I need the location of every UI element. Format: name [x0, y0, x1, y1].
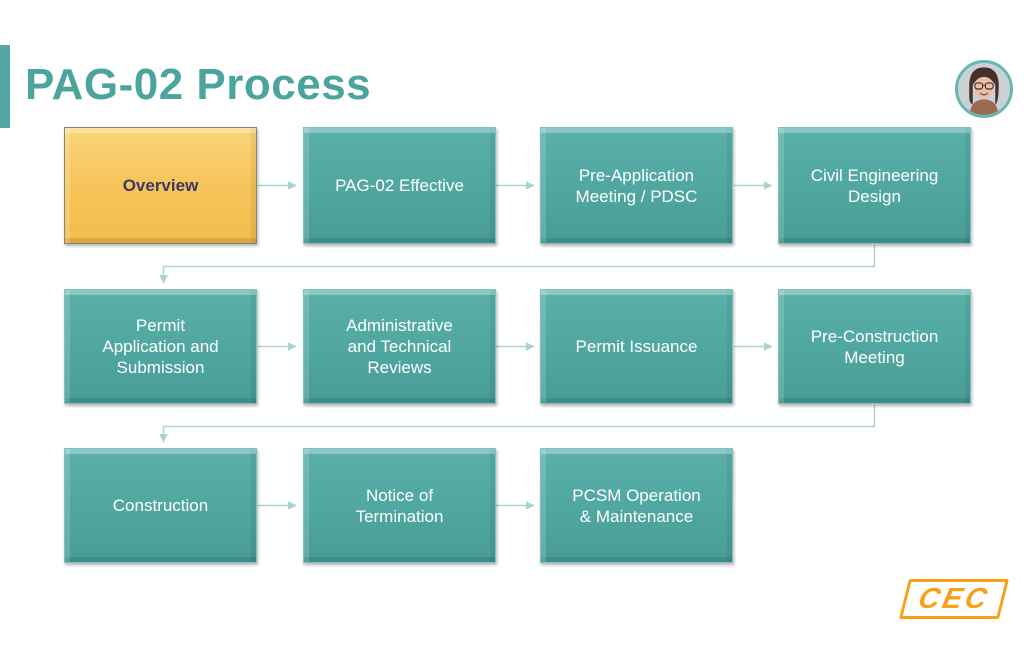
flow-node-label: Administrative and Technical Reviews	[346, 316, 453, 377]
flow-node-permit-application: Permit Application and Submission	[64, 289, 257, 404]
flow-node-pre-construction-meeting: Pre-Construction Meeting	[778, 289, 971, 404]
flow-node-label: Permit Issuance	[575, 337, 698, 356]
flow-node-pre-application-meeting: Pre-Application Meeting / PDSC	[540, 127, 733, 244]
flow-node-label: Pre-Application Meeting / PDSC	[575, 165, 698, 206]
flow-node-label: PAG-02 Effective	[335, 176, 464, 195]
presenter-photo	[958, 63, 1010, 115]
flow-node-notice-of-termination: Notice of Termination	[303, 448, 496, 563]
cec-logo-text: CEC	[915, 582, 993, 615]
flow-node-admin-technical-reviews: Administrative and Technical Reviews	[303, 289, 496, 404]
flow-node-label: PCSM Operation & Maintenance	[572, 485, 701, 526]
flow-node-label: Pre-Construction Meeting	[810, 326, 939, 367]
flow-node-pcsm-operation-maintenance: PCSM Operation & Maintenance	[540, 448, 733, 563]
flow-node-pag02-effective: PAG-02 Effective	[303, 127, 496, 244]
presenter-webcam-avatar	[955, 60, 1013, 118]
flow-node-label: Construction	[112, 496, 209, 515]
flow-node-overview: Overview	[64, 127, 257, 244]
cec-logo: CEC	[898, 579, 1012, 625]
title-accent-bar	[0, 45, 10, 128]
flow-node-label: Civil Engineering Design	[810, 165, 939, 206]
flow-node-label: Permit Application and Submission	[102, 316, 219, 377]
cec-logo-frame: CEC	[899, 579, 1009, 619]
flow-node-permit-issuance: Permit Issuance	[540, 289, 733, 404]
flow-node-label: Notice of Termination	[355, 485, 444, 526]
page-title: PAG-02 Process	[25, 60, 372, 109]
flow-node-label: Overview	[122, 176, 199, 195]
flow-node-civil-engineering-design: Civil Engineering Design	[778, 127, 971, 244]
flow-node-construction: Construction	[64, 448, 257, 563]
